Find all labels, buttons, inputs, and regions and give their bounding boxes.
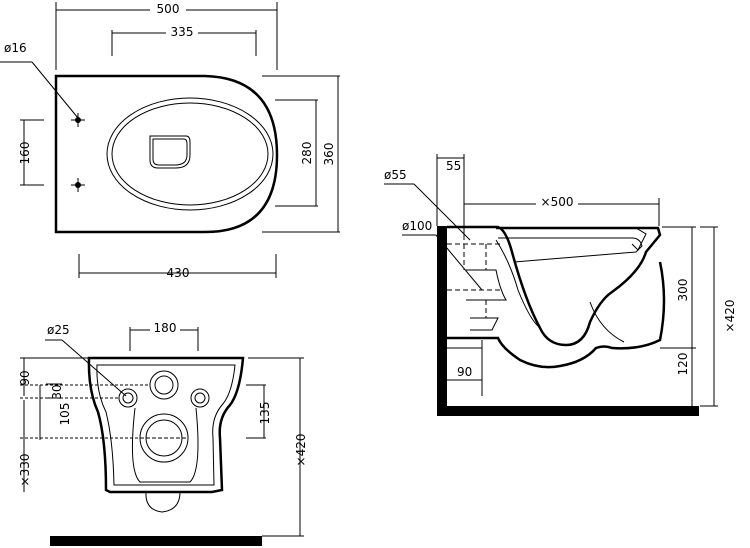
dim-front-330: ×330 bbox=[18, 454, 32, 487]
dim-top-bottom-length: 430 bbox=[167, 266, 190, 280]
side-view-bowl-underside bbox=[447, 261, 666, 369]
top-view-outline bbox=[54, 74, 279, 234]
front-view-trap bbox=[131, 407, 199, 483]
front-view-bolt-left bbox=[118, 388, 138, 408]
dim-top-width-total: 500 bbox=[157, 2, 180, 16]
top-view-bowl-rim bbox=[106, 97, 274, 211]
top-view: 500 335 ø16 160 280 360 430 bbox=[0, 2, 340, 280]
side-view-floor bbox=[437, 406, 699, 416]
dim-front-420: ×420 bbox=[294, 434, 308, 467]
dim-top-hole-spacing: 160 bbox=[18, 142, 32, 165]
side-view: 55 ø55 ×500 ø100 300 120 ×420 90 bbox=[384, 154, 737, 416]
side-view-wall bbox=[437, 226, 447, 416]
front-view-inner-outline bbox=[96, 364, 236, 486]
front-view-bolt-right bbox=[190, 388, 210, 408]
dim-side-outlet-diameter: ø55 bbox=[384, 168, 407, 182]
top-view-bowl-inner bbox=[111, 102, 269, 206]
front-view: ø25 180 90 30 105 ×330 135 ×420 bbox=[18, 321, 308, 546]
dim-side-55: 55 bbox=[446, 159, 461, 173]
front-view-outline bbox=[87, 356, 245, 494]
top-view-water-outlet bbox=[149, 135, 191, 169]
dim-top-total-depth: 360 bbox=[322, 143, 336, 166]
dim-front-top-width: 180 bbox=[154, 321, 177, 335]
dim-top-hole-diameter: ø16 bbox=[4, 41, 27, 55]
dim-front-30: 30 bbox=[50, 384, 64, 399]
top-view-water-outlet-inner bbox=[152, 138, 188, 166]
dim-side-total-height: ×420 bbox=[723, 300, 737, 333]
dim-top-inner-depth: 280 bbox=[300, 142, 314, 165]
dim-front-hole-diameter: ø25 bbox=[47, 323, 70, 337]
dim-front-90: 90 bbox=[18, 370, 32, 385]
dim-side-length: ×500 bbox=[541, 195, 574, 209]
dim-side-bowl-height: 300 bbox=[676, 279, 690, 302]
dim-side-floor-gap: 120 bbox=[676, 353, 690, 376]
dim-front-135: 135 bbox=[258, 402, 272, 425]
front-view-inlet bbox=[149, 370, 179, 400]
dim-side-wall-offset: 90 bbox=[457, 365, 472, 379]
dim-front-105: 105 bbox=[58, 403, 72, 426]
front-view-floor bbox=[50, 536, 262, 546]
dim-top-width-inner: 335 bbox=[171, 25, 194, 39]
dim-side-inlet-diameter: ø100 bbox=[402, 219, 432, 233]
side-view-bowl-outline bbox=[447, 225, 662, 347]
front-view-outlet bbox=[145, 491, 181, 513]
side-view-trap bbox=[495, 239, 541, 329]
